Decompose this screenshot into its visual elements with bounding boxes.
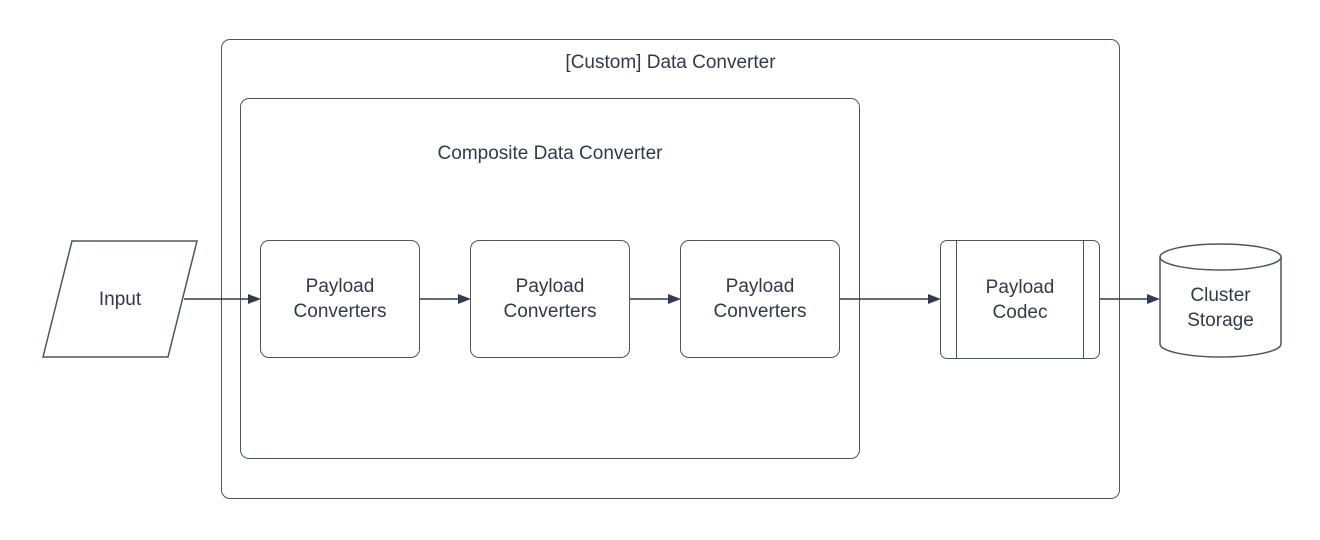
node-payload-converters-1: Payload Converters bbox=[260, 240, 420, 358]
custom-data-converter-container: [Custom] Data Converter bbox=[221, 39, 1120, 499]
input-label: Input bbox=[98, 288, 142, 310]
cylinder-shape bbox=[1159, 243, 1282, 358]
parallelogram-shape bbox=[42, 240, 198, 358]
subroutine-right-line bbox=[1083, 241, 1084, 358]
composite-data-converter-container: Composite Data Converter bbox=[240, 98, 860, 459]
payload-converters-1-label: Payload Converters bbox=[293, 276, 387, 322]
node-payload-codec: Payload Codec bbox=[940, 240, 1100, 359]
connector-converters1-to-converters2 bbox=[420, 294, 471, 304]
subroutine-left-line bbox=[956, 241, 957, 358]
node-cluster-storage: Cluster Storage bbox=[1159, 243, 1282, 358]
node-payload-converters-3: Payload Converters bbox=[680, 240, 840, 358]
payload-codec-label: Payload Codec bbox=[985, 276, 1055, 323]
connector-codec-to-storage bbox=[1100, 294, 1160, 304]
payload-converters-3-label: Payload Converters bbox=[713, 276, 807, 322]
custom-data-converter-title: [Custom] Data Converter bbox=[565, 52, 776, 73]
node-payload-converters-2: Payload Converters bbox=[470, 240, 630, 358]
connector-converters2-to-converters3 bbox=[630, 294, 681, 304]
connector-input-to-converters1 bbox=[184, 294, 261, 304]
payload-converters-2-label: Payload Converters bbox=[503, 276, 597, 322]
composite-data-converter-title: Composite Data Converter bbox=[437, 143, 663, 164]
node-input: Input bbox=[42, 240, 198, 358]
cluster-storage-label: Cluster Storage bbox=[1187, 284, 1254, 331]
connector-converters3-to-codec bbox=[840, 294, 941, 304]
